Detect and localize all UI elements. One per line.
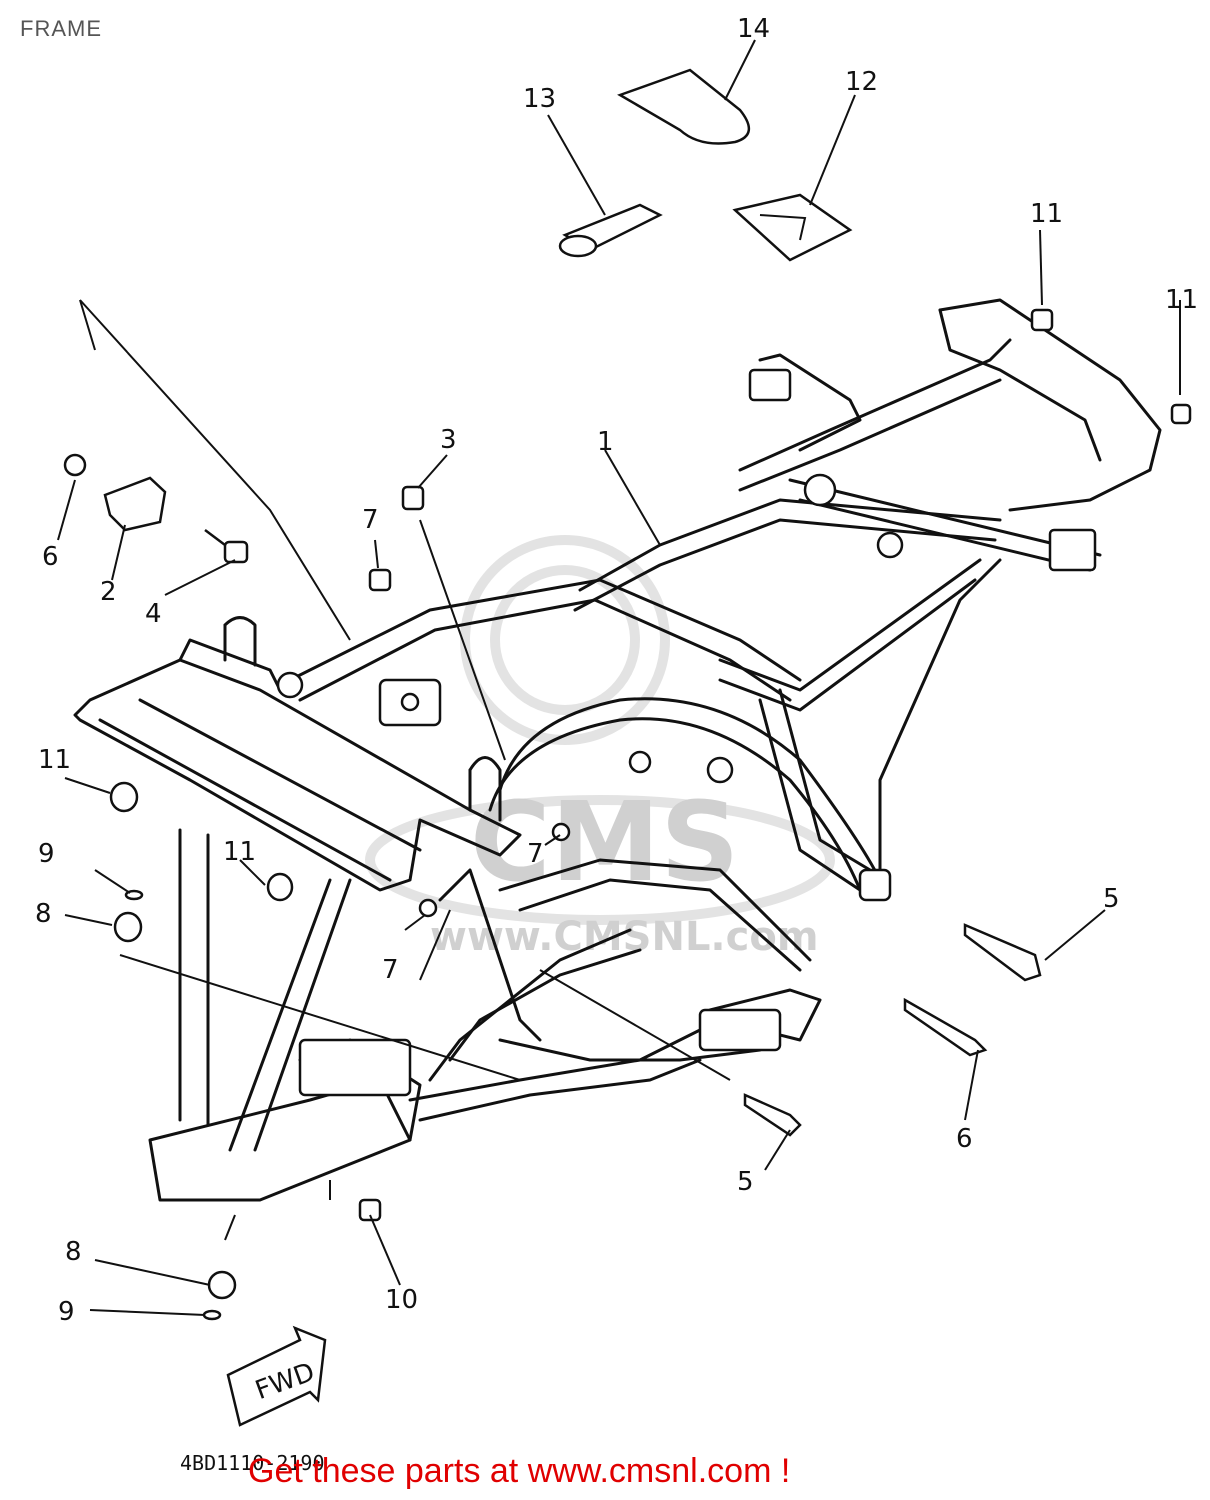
callout-12: 12 bbox=[845, 67, 878, 97]
seat-pad-part bbox=[617, 68, 750, 145]
callout-5: 5 bbox=[737, 1167, 754, 1197]
document-bag-part bbox=[732, 193, 853, 262]
callout-11-left: 11 bbox=[38, 745, 71, 775]
callout-7-lower: 7 bbox=[382, 955, 399, 985]
strap-part bbox=[558, 203, 663, 258]
callout-1: 1 bbox=[597, 427, 614, 457]
callout-7-left: 6 bbox=[42, 542, 59, 572]
callout-13: 13 bbox=[523, 84, 556, 114]
callout-9-lower: 9 bbox=[58, 1297, 75, 1327]
callout-8-lower: 8 bbox=[65, 1237, 82, 1267]
drawing-code: 4BD1110-2190 bbox=[180, 1451, 325, 1475]
callout-11-top: 11 bbox=[1030, 199, 1063, 229]
promo-link[interactable]: Get these parts at www.cmsnl.com ! bbox=[248, 1452, 791, 1490]
callout-11-right: 11 bbox=[1165, 285, 1198, 315]
fwd-arrow: FWD bbox=[226, 1325, 327, 1427]
callout-6-lower: 6 bbox=[956, 1124, 973, 1154]
callout-10: 10 bbox=[385, 1285, 418, 1315]
callout-2: 2 bbox=[100, 577, 117, 607]
callout-4: 4 bbox=[145, 599, 162, 629]
watermark-url: www.CMSNL.com bbox=[430, 914, 819, 960]
callouts: 14 12 13 11 11 1 3 7 6 2 4 11 9 11 7 8 5… bbox=[35, 14, 1198, 1327]
callout-9-upper: 9 bbox=[38, 839, 55, 869]
callout-11-mid: 11 bbox=[223, 837, 256, 867]
callout-7-upper: 7 bbox=[362, 505, 379, 535]
callout-6-upper: 5 bbox=[1103, 884, 1120, 914]
watermark: CMS www.CMSNL.com bbox=[365, 535, 835, 960]
leader-lines bbox=[57, 39, 1181, 1316]
callout-7-mid: 7 bbox=[527, 839, 544, 869]
main-frame bbox=[73, 298, 1162, 1202]
callout-3: 3 bbox=[440, 425, 457, 455]
fasteners bbox=[63, 308, 1192, 1321]
callout-14: 14 bbox=[737, 14, 770, 44]
callout-8-upper: 8 bbox=[35, 899, 52, 929]
page-title: FRAME bbox=[20, 16, 102, 41]
